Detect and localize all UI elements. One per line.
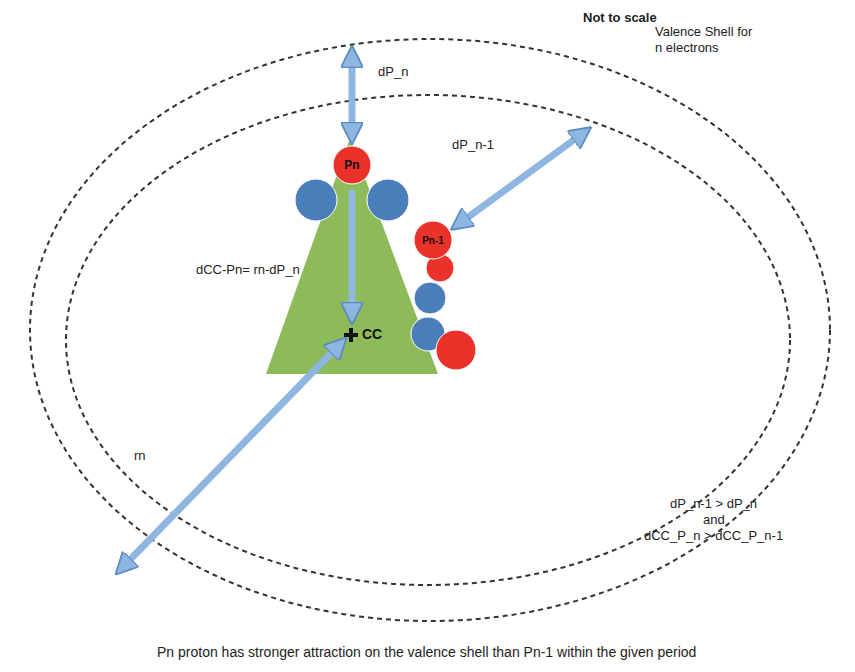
shell-label: Valence Shell for n electrons	[655, 24, 759, 55]
distance-label: dP_n-1	[452, 137, 494, 153]
center-label: CC	[362, 326, 382, 342]
caption: Pn proton has stronger attraction on the…	[157, 644, 696, 661]
proton-label: Pn	[344, 158, 359, 172]
radius-label: rn	[134, 448, 146, 464]
inequality-label: dP_n-1 > dP_n	[670, 496, 757, 512]
formula-label: dCC-Pn= rn-dP_n	[196, 262, 300, 278]
conjunction-label: and	[703, 512, 725, 528]
proton-label: Pn-1	[422, 235, 444, 246]
scale-note: Not to scale	[583, 10, 657, 26]
proton-circle: Pn-1	[414, 221, 452, 259]
distance-label: dP_n	[378, 64, 408, 80]
proton-circle: Pn	[333, 146, 371, 184]
inequality-label: dCC_P_n > dCC_P_n-1	[644, 528, 783, 544]
